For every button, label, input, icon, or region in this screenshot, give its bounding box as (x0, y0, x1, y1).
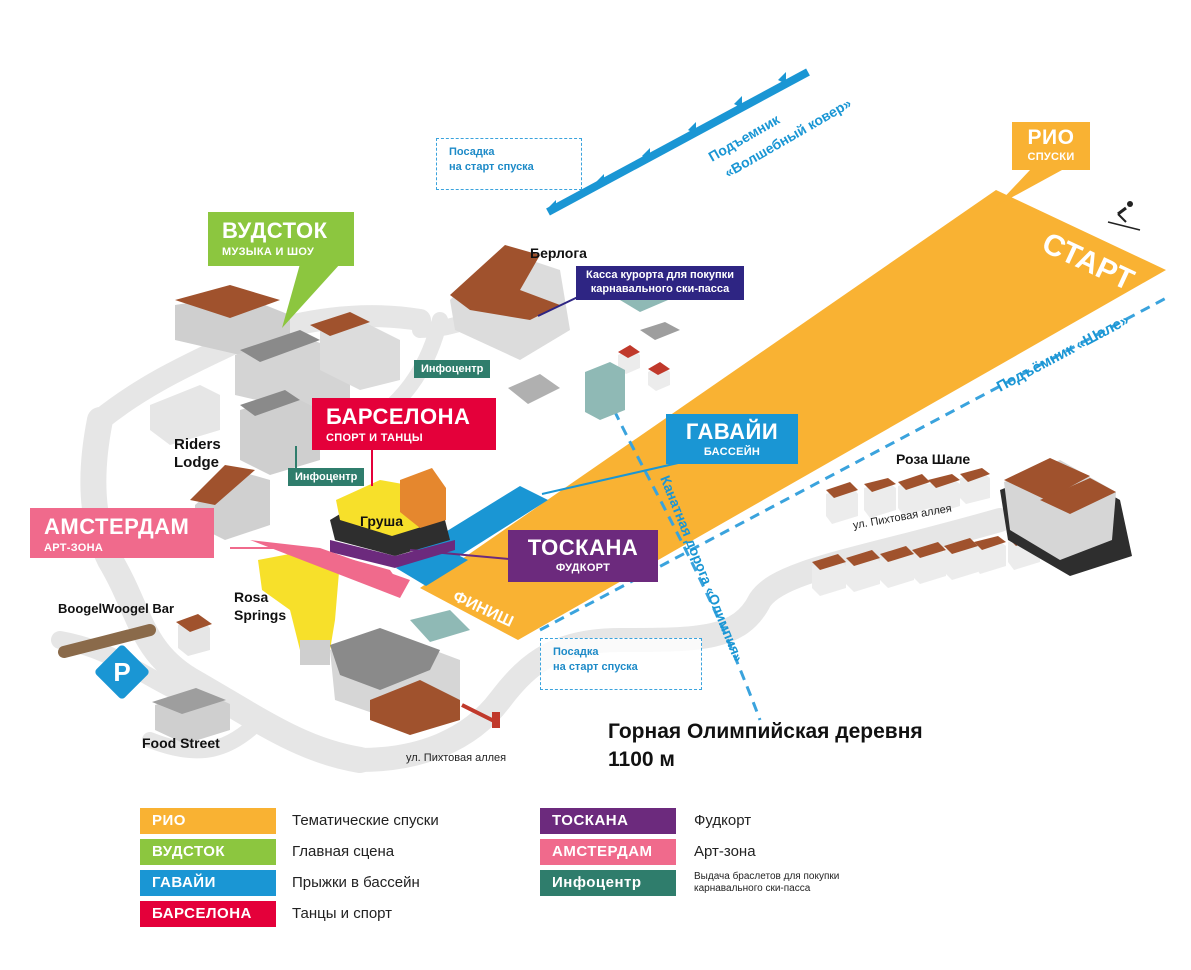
zone-woodstock-label: ВУДСТОК МУЗЫКА И ШОУ (208, 212, 354, 266)
infocenter-sign-1: Инфоцентр (414, 360, 491, 378)
boarding-top-box: Посадка на старт спуска (436, 138, 582, 190)
kassa-sign: Касса курорта для покупки карнавального … (576, 266, 744, 300)
parking-label: P (113, 657, 131, 687)
zone-barcelona-title: БАРСЕЛОНА (326, 404, 471, 429)
boogel-woogel-label: BoogelWoogel Bar (58, 601, 175, 616)
zone-rio-label: РИО СПУСКИ (1012, 122, 1090, 170)
legend-swatch-hawaii: ГАВАЙИ (140, 870, 276, 896)
legend-swatch-barcelona: БАРСЕЛОНА (140, 901, 276, 927)
boarding-top-line2: на старт спуска (449, 161, 534, 173)
zone-amsterdam-title: АМСТЕРДАМ (44, 514, 190, 539)
legend-swatch-rio: РИО (140, 808, 276, 834)
kassa-line2: карнавального ски-пасса (590, 283, 730, 295)
legend-swatch-toscana: ТОСКАНА (540, 808, 676, 834)
boarding-top-line1: Посадка (449, 146, 495, 158)
zone-hawaii-label: ГАВАЙИ БАССЕЙН (666, 414, 798, 464)
legend-text-toscana: Фудкорт (694, 812, 752, 829)
berloga-label: Берлога (530, 245, 587, 261)
infocenter-sign-2: Инфоцентр (288, 468, 365, 486)
zone-toscana-title: ТОСКАНА (527, 535, 639, 560)
legend-text-amsterdam: Арт-зона (694, 843, 756, 860)
buildings (58, 201, 1141, 744)
legend-text-barcelona: Танцы и спорт (292, 905, 393, 922)
legend-text-woodstock: Главная сцена (292, 843, 395, 860)
legend-infocenter-line1: Выдача браслетов для покупки (694, 871, 840, 882)
legend-swatch-amsterdam: АМСТЕРДАМ (540, 839, 676, 865)
grusha-label: Груша (360, 513, 404, 529)
zone-hawaii-subtitle: БАССЕЙН (703, 446, 761, 458)
map-title-line1: Горная Олимпийская деревня (608, 720, 923, 743)
zone-hawaii-title: ГАВАЙИ (685, 419, 779, 444)
riders-line2: Lodge (174, 454, 219, 471)
zone-toscana-subtitle: ФУДКОРТ (555, 562, 611, 574)
woodstock-pointer (282, 264, 340, 328)
riders-lodge-label: Riders Lodge (174, 436, 221, 472)
legend-text-hawaii: Прыжки в бассейн (292, 874, 420, 891)
magic-carpet-lift (546, 68, 810, 216)
legend-text-rio: Тематические спуски (292, 812, 439, 829)
food-street-label: Food Street (142, 735, 220, 751)
map-title-line2: 1100 м (608, 748, 675, 771)
zone-woodstock-title: ВУДСТОК (222, 218, 328, 243)
kassa-line1: Касса курорта для покупки (586, 269, 734, 281)
kassa-pointer (537, 295, 581, 317)
zone-amsterdam-subtitle: АРТ-ЗОНА (44, 542, 104, 554)
legend-swatch-woodstock: ВУДСТОК (140, 839, 276, 865)
zone-toscana-label: ТОСКАНА ФУДКОРТ (508, 530, 658, 582)
zone-woodstock-subtitle: МУЗЫКА И ШОУ (222, 246, 315, 258)
cable-car-line (598, 379, 762, 721)
legend-text-infocenter: Выдача браслетов для покупки карнавально… (694, 871, 839, 895)
zone-barcelona-subtitle: СПОРТ И ТАНЦЫ (326, 432, 423, 444)
boarding-bottom-line2: на старт спуска (553, 661, 638, 673)
zone-amsterdam-label: АМСТЕРДАМ АРТ-ЗОНА (30, 508, 214, 558)
legend-infocenter-line2: карнавального ски-пасса (694, 883, 811, 894)
riders-line1: Riders (174, 436, 221, 453)
street-label-2: ул. Пихтовая аллея (406, 752, 507, 764)
map-title: Горная Олимпийская деревня 1100 м (608, 718, 923, 774)
zone-rio-title: РИО (1027, 126, 1075, 149)
rio-pointer (996, 170, 1062, 206)
hawaii-pool-lower (396, 546, 468, 586)
boarding-bottom-box: Посадка на старт спуска (540, 638, 702, 690)
legend-swatch-infocenter: Инфоцентр (540, 870, 676, 896)
parking-sign (95, 645, 149, 699)
roza-chalet-label: Роза Шале (896, 451, 971, 467)
boarding-bottom-line1: Посадка (553, 646, 599, 658)
rosa-line1: Rosa (234, 589, 269, 605)
zone-barcelona-label: БАРСЕЛОНА СПОРТ И ТАНЦЫ (312, 398, 496, 450)
skier-icon (1107, 201, 1141, 231)
zone-rio-subtitle: СПУСКИ (1027, 151, 1075, 163)
rosa-springs-label: Rosa Springs (234, 588, 286, 624)
rosa-line2: Springs (234, 607, 287, 623)
